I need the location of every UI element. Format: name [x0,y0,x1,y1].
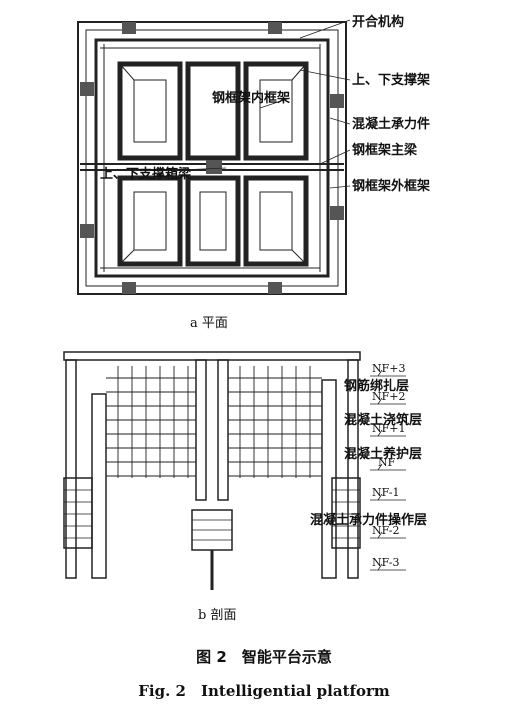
operation-cages [64,489,360,541]
callout-opening-mechanism: 开合机构 [352,14,404,30]
level-nf-minus-2: NF-2 [372,524,399,537]
callout-box-girder: 上、下支撑箱梁 [100,166,192,182]
layer-operation: 混凝土承力件操作层 [310,512,427,528]
right-column [347,359,359,579]
connectors [80,22,344,294]
plan-subtitle: a 平面 [190,316,228,331]
section-view [63,351,406,590]
callout-main-beam: 钢框架主梁 [352,142,418,158]
level-nf-plus-2: NF+2 [372,390,405,403]
leader-lines [179,19,351,189]
caption-english: Fig. 2 Intelligential platform [138,682,390,700]
caption-chinese: 图 2 智能平台示意 [196,648,332,666]
level-nf-minus-1: NF-1 [372,486,399,499]
inner-cell [243,61,309,161]
level-nf: NF [378,456,396,469]
callout-support-frames: 上、下支撑架 [352,72,430,88]
plan-view [77,19,351,295]
left-column [65,359,77,579]
rebar-grid-left [106,366,196,478]
inner-cell [185,61,241,161]
outer-frame [77,21,347,295]
inner-cell [117,61,183,161]
center-column [195,359,207,501]
section-subtitle: b 剖面 [198,608,237,623]
inner-cell [185,175,241,267]
steel-outer-frame [94,38,330,278]
callout-concrete-bearing: 混凝土承力件 [352,116,430,132]
top-beam [63,351,361,361]
inner-cell [117,175,183,267]
layer-concrete-pouring: 混凝土浇筑层 [344,412,422,428]
callout-outer-frame: 钢框架外框架 [352,178,430,194]
level-nf-minus-3: NF-3 [372,556,399,569]
inner-cell [243,175,309,267]
level-nf-plus-3: NF+3 [372,362,405,375]
layer-rebar-binding: 钢筋绑扎层 [344,378,409,394]
callout-inner-frame: 钢框架内框架 [212,90,290,106]
rebar-grid-right [228,366,322,478]
level-lines [370,369,406,571]
level-nf-plus-1: NF+1 [372,422,405,435]
layer-concrete-curing: 混凝土养护层 [344,446,422,462]
